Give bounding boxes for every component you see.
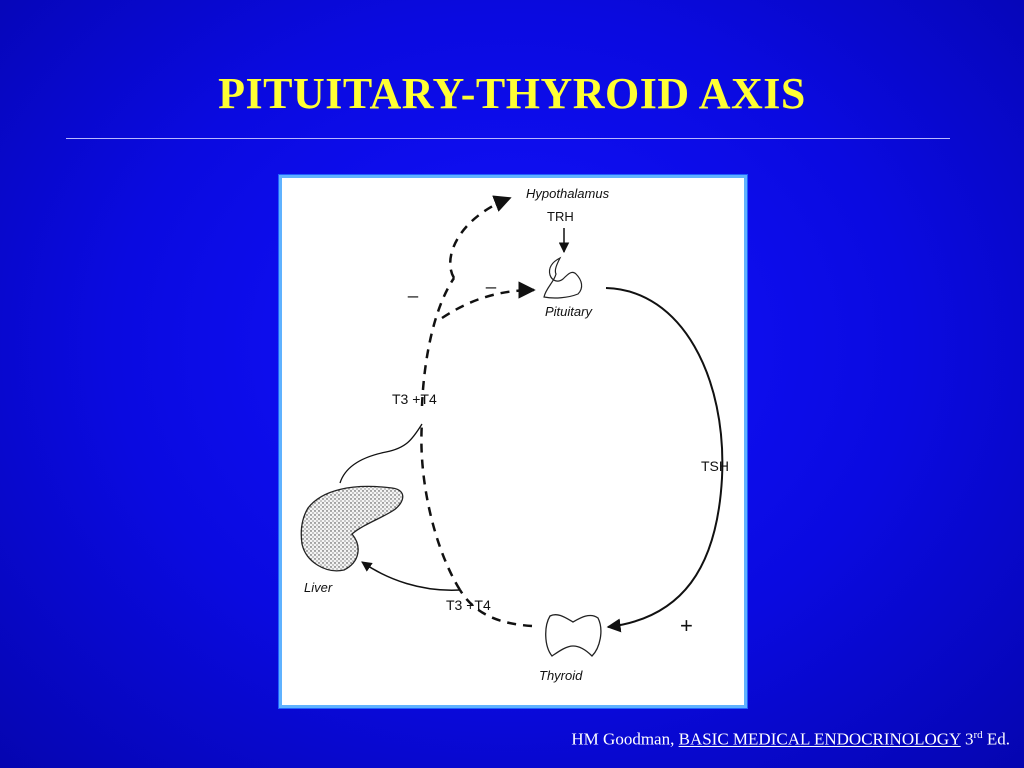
citation-edition-number: 3	[964, 729, 974, 749]
citation-edition-suffix: rd	[973, 729, 983, 741]
negative-feedback-hypothalamus-sign: _	[407, 278, 419, 299]
citation: HM Goodman, BASIC MEDICAL ENDOCRINOLOGY …	[571, 729, 1010, 750]
circulating-t3-t4-dash	[420, 277, 462, 591]
t3-t4-lower-label: T3 +T4	[446, 597, 491, 613]
pituitary-feedback-arrow	[441, 281, 536, 320]
slide-title: PITUITARY-THYROID AXIS	[218, 69, 806, 118]
title-divider	[66, 138, 950, 139]
citation-author: HM Goodman,	[571, 729, 675, 749]
thyroid-gland	[545, 614, 602, 657]
t3-t4-upper-label: T3 +T4	[392, 391, 437, 407]
citation-edition-tail: Ed.	[986, 729, 1010, 749]
pituitary-gland	[543, 256, 583, 299]
hypothalamus-feedback-arrow	[449, 195, 512, 279]
liver-organ	[300, 485, 404, 572]
trh-label: TRH	[547, 209, 574, 224]
axis-diagram: Hypothalamus TRH Pituitary TSH Thyroid L…	[278, 174, 748, 709]
hypothalamus-label: Hypothalamus	[526, 186, 610, 201]
liver-label: Liver	[304, 580, 333, 595]
negative-feedback-pituitary-sign: _	[485, 269, 497, 290]
t3-t4-secretion-dash	[458, 589, 533, 628]
axis-diagram-svg: Hypothalamus TRH Pituitary TSH Thyroid L…	[300, 186, 729, 683]
positive-stimulation-sign: +	[680, 613, 693, 638]
liver-to-circulation-line	[339, 423, 423, 484]
thyroid-label: Thyroid	[539, 668, 583, 683]
pituitary-label: Pituitary	[545, 304, 593, 319]
tsh-arrow	[605, 287, 724, 633]
citation-book-title: BASIC MEDICAL ENDOCRINOLOGY	[678, 729, 961, 749]
t3-t4-to-liver-arrow	[361, 561, 461, 591]
tsh-label: TSH	[701, 458, 729, 474]
